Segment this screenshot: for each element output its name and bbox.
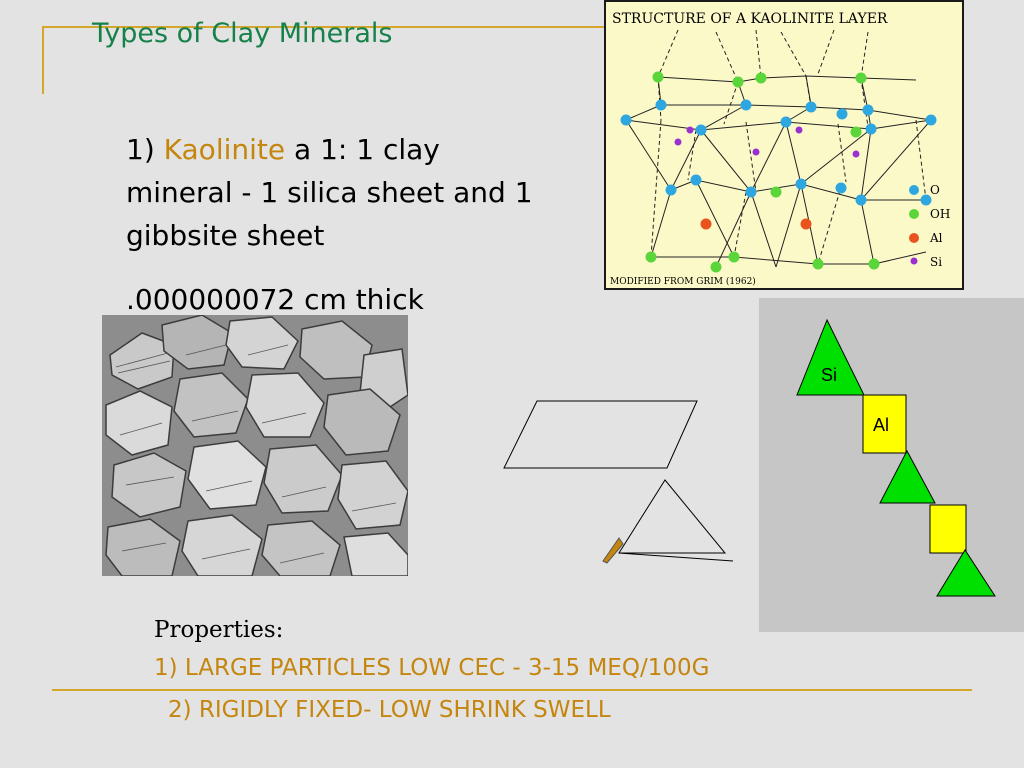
- structure-svg: STRUCTURE OF A KAOLINITE LAYER: [610, 11, 950, 287]
- chain-svg: Si Al: [796, 318, 996, 597]
- si-tetrahedron-1: [796, 318, 865, 396]
- bottom-rule: [52, 689, 972, 691]
- triangle-shape: [618, 479, 727, 554]
- outline-shapes: [497, 395, 742, 570]
- properties-label: Properties:: [154, 617, 284, 643]
- heading-description: a 1: 1 clay mineral - 1 silica sheet and…: [126, 133, 533, 252]
- thickness-text: .000000072 cm thick: [126, 283, 424, 316]
- al-atoms: [700, 218, 812, 230]
- kaolinite-heading: 1) Kaolinite a 1: 1 clay mineral - 1 sil…: [126, 128, 546, 257]
- kaolinite-structure-diagram: STRUCTURE OF A KAOLINITE LAYER: [604, 0, 964, 290]
- legend-si-label: Si: [930, 255, 942, 269]
- legend-o-label: O: [930, 183, 940, 197]
- parallelogram-shape: [503, 400, 698, 469]
- o-atoms: [620, 99, 937, 206]
- slide-title: Types of Clay Minerals: [92, 18, 393, 49]
- top-rule: [42, 26, 605, 28]
- structure-title: STRUCTURE OF A KAOLINITE LAYER: [612, 11, 888, 27]
- al-label: Al: [873, 415, 889, 435]
- heading-number: 1): [126, 133, 155, 166]
- legend-oh-label: OH: [930, 207, 950, 221]
- si-al-chain-panel: Si Al: [759, 298, 1024, 632]
- legend-si-swatch: [910, 257, 918, 265]
- micrograph-image: [102, 315, 408, 576]
- si-tetrahedron-3: [936, 549, 996, 597]
- legend-oh-swatch: [909, 209, 919, 219]
- property-item-1: 1) LARGE PARTICLES LOW CEC - 3-15 MEQ/10…: [154, 655, 710, 681]
- kaolinite-micrograph: [102, 315, 408, 576]
- al-octahedron-2: [929, 504, 967, 554]
- legend-o-swatch: [909, 185, 919, 195]
- pencil-shape: [602, 537, 624, 564]
- legend-al-swatch: [909, 233, 919, 243]
- shapes-svg: [503, 400, 734, 564]
- si-atoms: [674, 126, 860, 158]
- heading-mineral-name: Kaolinite: [163, 133, 286, 166]
- si-tetrahedron-2: [879, 449, 936, 504]
- structure-credit: MODIFIED FROM GRIM (1962): [610, 276, 756, 287]
- property-item-2: 2) RIGIDLY FIXED- LOW SHRINK SWELL: [168, 697, 611, 723]
- si-label: Si: [821, 365, 837, 385]
- oh-atoms: [645, 71, 880, 273]
- structure-legend: O OH Al Si: [909, 183, 950, 269]
- left-rule: [42, 26, 44, 94]
- triangle-extension-line: [618, 552, 734, 562]
- al-octahedron-1: [862, 394, 907, 454]
- legend-al-label: Al: [929, 231, 943, 245]
